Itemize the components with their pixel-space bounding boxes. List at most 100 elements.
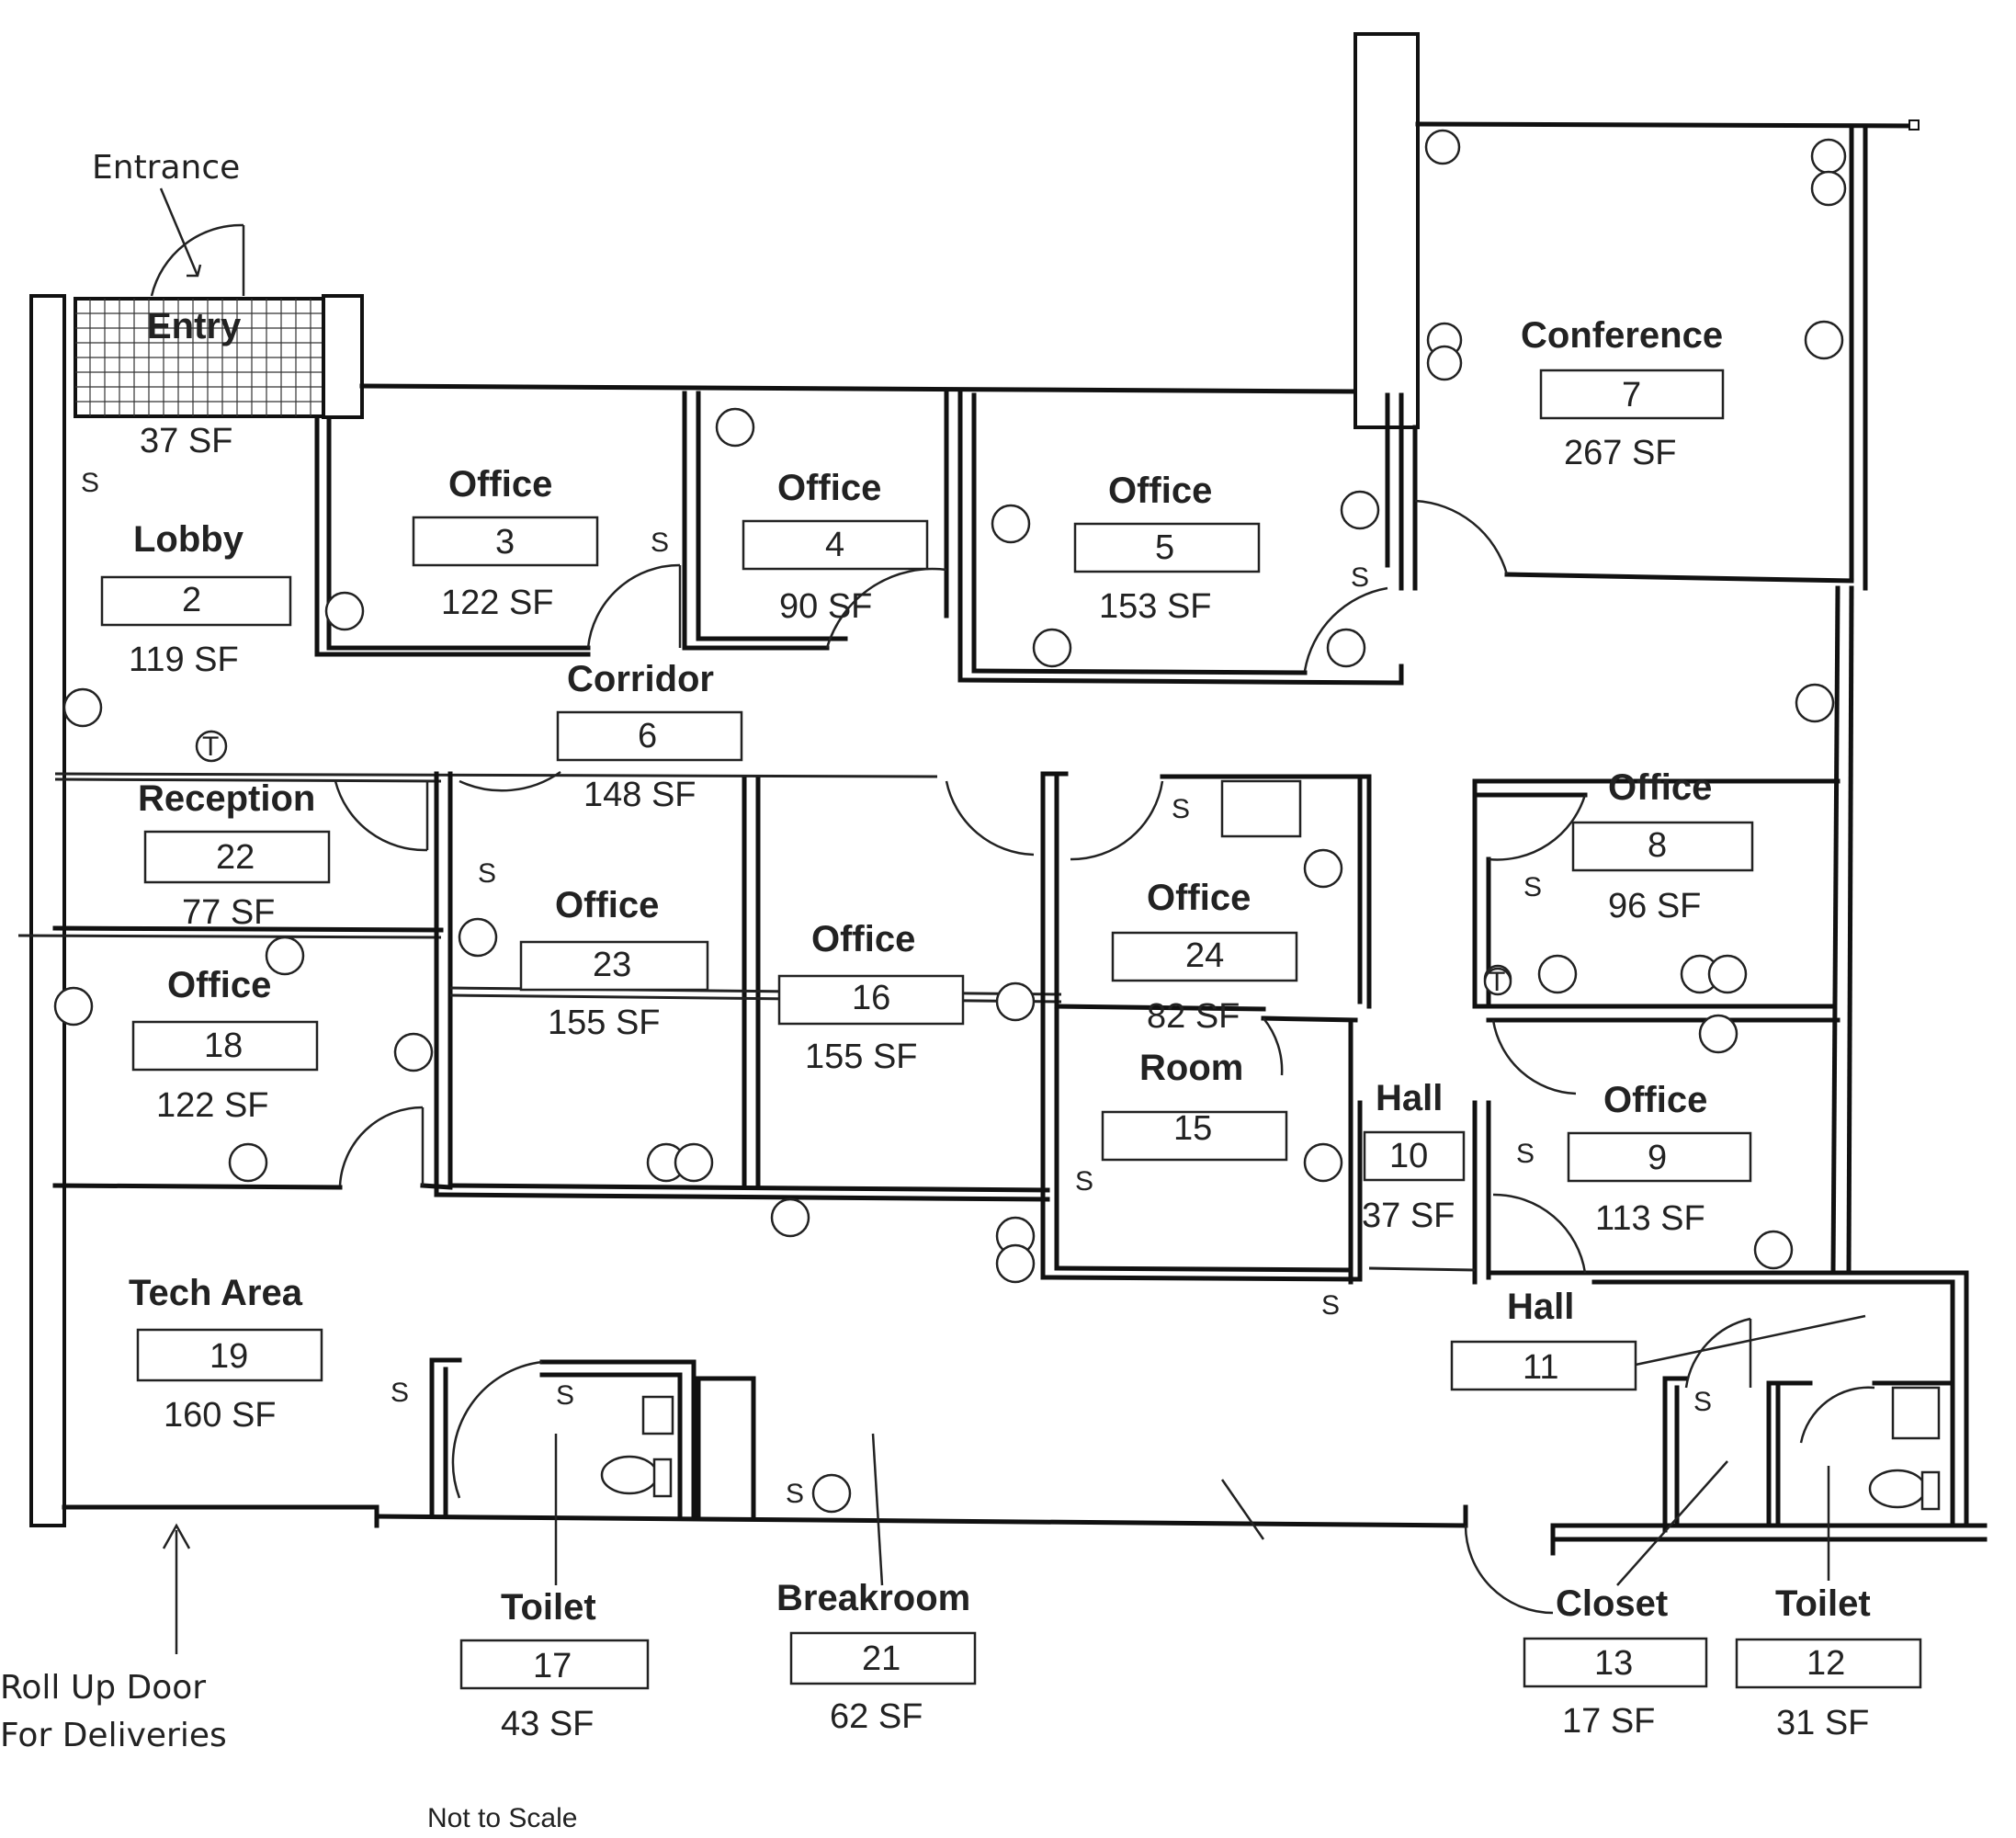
room-number-office-16: 16 bbox=[852, 979, 890, 1017]
room-name-breakroom: Breakroom bbox=[776, 1578, 970, 1618]
outlet-icon bbox=[1424, 129, 1461, 165]
annotations: Entrance Roll Up Door For Deliveries Not… bbox=[0, 149, 577, 1833]
roll-up-door-label-line2: For Deliveries bbox=[0, 1717, 227, 1754]
room-number-boxes bbox=[100, 369, 1922, 1690]
room-number-office-5: 5 bbox=[1155, 528, 1174, 567]
walls bbox=[17, 32, 1988, 1556]
room-number-room-15: 15 bbox=[1173, 1109, 1212, 1148]
svg-text:S: S bbox=[1075, 1166, 1093, 1197]
room-name-office-8: Office bbox=[1608, 767, 1712, 808]
room-name-office-9: Office bbox=[1603, 1080, 1707, 1120]
room-area-office-16: 155 SF bbox=[805, 1038, 918, 1076]
not-to-scale-note: Not to Scale bbox=[427, 1803, 577, 1833]
room-number-office-4: 4 bbox=[825, 526, 844, 564]
room-area-toilet-12: 31 SF bbox=[1776, 1704, 1869, 1742]
room-area-hall-10: 37 SF bbox=[1362, 1197, 1455, 1235]
room-name-office-3: Office bbox=[448, 464, 552, 505]
room-name-office-5: Office bbox=[1108, 471, 1212, 511]
room-number-closet: 13 bbox=[1594, 1644, 1633, 1683]
room-number-office-8: 8 bbox=[1648, 826, 1667, 865]
switch-symbols: S S S S S S S S S S S S S T T bbox=[81, 468, 1712, 1509]
room-area-tech-area: 160 SF bbox=[164, 1396, 277, 1435]
svg-text:S: S bbox=[81, 468, 99, 498]
room-labels: Entry 37 SF Lobby 2 119 SF Office 3 122 … bbox=[129, 306, 1871, 1743]
room-area-office-3: 122 SF bbox=[441, 584, 554, 622]
room-number-office-3: 3 bbox=[495, 523, 515, 562]
room-name-office-23: Office bbox=[555, 885, 659, 925]
room-number-office-18: 18 bbox=[204, 1027, 243, 1065]
room-name-room-15: Room bbox=[1139, 1048, 1243, 1088]
room-number-office-24: 24 bbox=[1185, 936, 1224, 975]
svg-text:T: T bbox=[202, 732, 219, 762]
room-area-office-18: 122 SF bbox=[156, 1086, 269, 1125]
room-number-office-9: 9 bbox=[1648, 1139, 1667, 1177]
room-name-toilet-12: Toilet bbox=[1775, 1583, 1871, 1624]
room-number-toilet-12: 12 bbox=[1806, 1644, 1845, 1683]
room-area-toilet-17: 43 SF bbox=[501, 1705, 594, 1743]
svg-text:S: S bbox=[1321, 1290, 1340, 1321]
room-number-reception: 22 bbox=[216, 838, 255, 877]
room-area-office-9: 113 SF bbox=[1595, 1199, 1705, 1238]
entry-pillar bbox=[322, 294, 364, 419]
room-area-office-8: 96 SF bbox=[1608, 887, 1701, 925]
entry-grid bbox=[75, 299, 323, 416]
svg-text:S: S bbox=[1523, 872, 1542, 902]
room-area-office-4: 90 SF bbox=[779, 587, 872, 626]
room-number-conference: 7 bbox=[1622, 376, 1641, 414]
svg-text:S: S bbox=[1172, 794, 1190, 824]
conference-north-wall bbox=[1415, 121, 1919, 129]
roll-up-door-label-line1: Roll Up Door bbox=[0, 1669, 206, 1707]
room-name-office-24: Office bbox=[1147, 878, 1251, 918]
room-number-office-23: 23 bbox=[593, 946, 631, 984]
svg-text:T: T bbox=[1489, 967, 1505, 997]
room-number-toilet-17: 17 bbox=[533, 1647, 572, 1685]
room-area-corridor: 148 SF bbox=[583, 776, 697, 814]
conference-pillar bbox=[1353, 32, 1420, 429]
room-number-hall-10: 10 bbox=[1389, 1137, 1428, 1175]
svg-text:S: S bbox=[556, 1380, 574, 1411]
room-name-conference: Conference bbox=[1521, 315, 1723, 356]
svg-text:S: S bbox=[478, 858, 496, 889]
room-number-hall-11: 11 bbox=[1523, 1348, 1558, 1387]
room-name-office-18: Office bbox=[167, 965, 271, 1005]
room-number-tech-area: 19 bbox=[210, 1337, 248, 1376]
room-area-office-5: 153 SF bbox=[1099, 587, 1212, 626]
svg-text:S: S bbox=[1693, 1387, 1712, 1417]
room-number-lobby: 2 bbox=[182, 581, 201, 619]
room-name-hall-11: Hall bbox=[1507, 1287, 1574, 1327]
entrance-label: Entrance bbox=[92, 149, 240, 187]
room-area-breakroom: 62 SF bbox=[830, 1697, 923, 1736]
east-wall bbox=[1830, 585, 1840, 1276]
room-area-reception: 77 SF bbox=[182, 893, 275, 932]
conference-south-wall bbox=[1504, 572, 1854, 584]
room-name-corridor: Corridor bbox=[567, 659, 714, 699]
leader-lines bbox=[554, 1314, 1866, 1586]
room-number-corridor: 6 bbox=[638, 717, 657, 755]
entrance-arrow bbox=[159, 187, 199, 277]
room-name-office-16: Office bbox=[811, 919, 915, 959]
svg-text:S: S bbox=[391, 1378, 409, 1408]
room-name-reception: Reception bbox=[138, 778, 315, 819]
room-area-office-23: 155 SF bbox=[548, 1004, 661, 1042]
room-number-breakroom: 21 bbox=[862, 1639, 900, 1678]
room-area-entry: 37 SF bbox=[140, 422, 232, 460]
toilet-fixture-icon bbox=[600, 1455, 659, 1495]
room-name-toilet-17: Toilet bbox=[501, 1587, 596, 1628]
reception-north-wall bbox=[54, 772, 938, 778]
room-name-entry: Entry bbox=[147, 306, 242, 346]
room-name-lobby: Lobby bbox=[133, 519, 244, 560]
west-exterior-wall bbox=[29, 294, 66, 1527]
room-name-hall-10: Hall bbox=[1376, 1078, 1443, 1118]
thermostat-icon bbox=[195, 730, 228, 763]
svg-text:S: S bbox=[1351, 562, 1369, 593]
entry-door-swing bbox=[150, 223, 244, 297]
room-name-tech-area: Tech Area bbox=[129, 1273, 303, 1313]
svg-text:S: S bbox=[651, 528, 669, 558]
room-name-closet: Closet bbox=[1556, 1583, 1668, 1624]
room-area-closet: 17 SF bbox=[1562, 1702, 1655, 1741]
north-wall bbox=[359, 383, 1358, 394]
svg-text:S: S bbox=[1516, 1139, 1535, 1169]
svg-text:S: S bbox=[786, 1479, 804, 1509]
room-area-office-24: 82 SF bbox=[1147, 997, 1240, 1036]
